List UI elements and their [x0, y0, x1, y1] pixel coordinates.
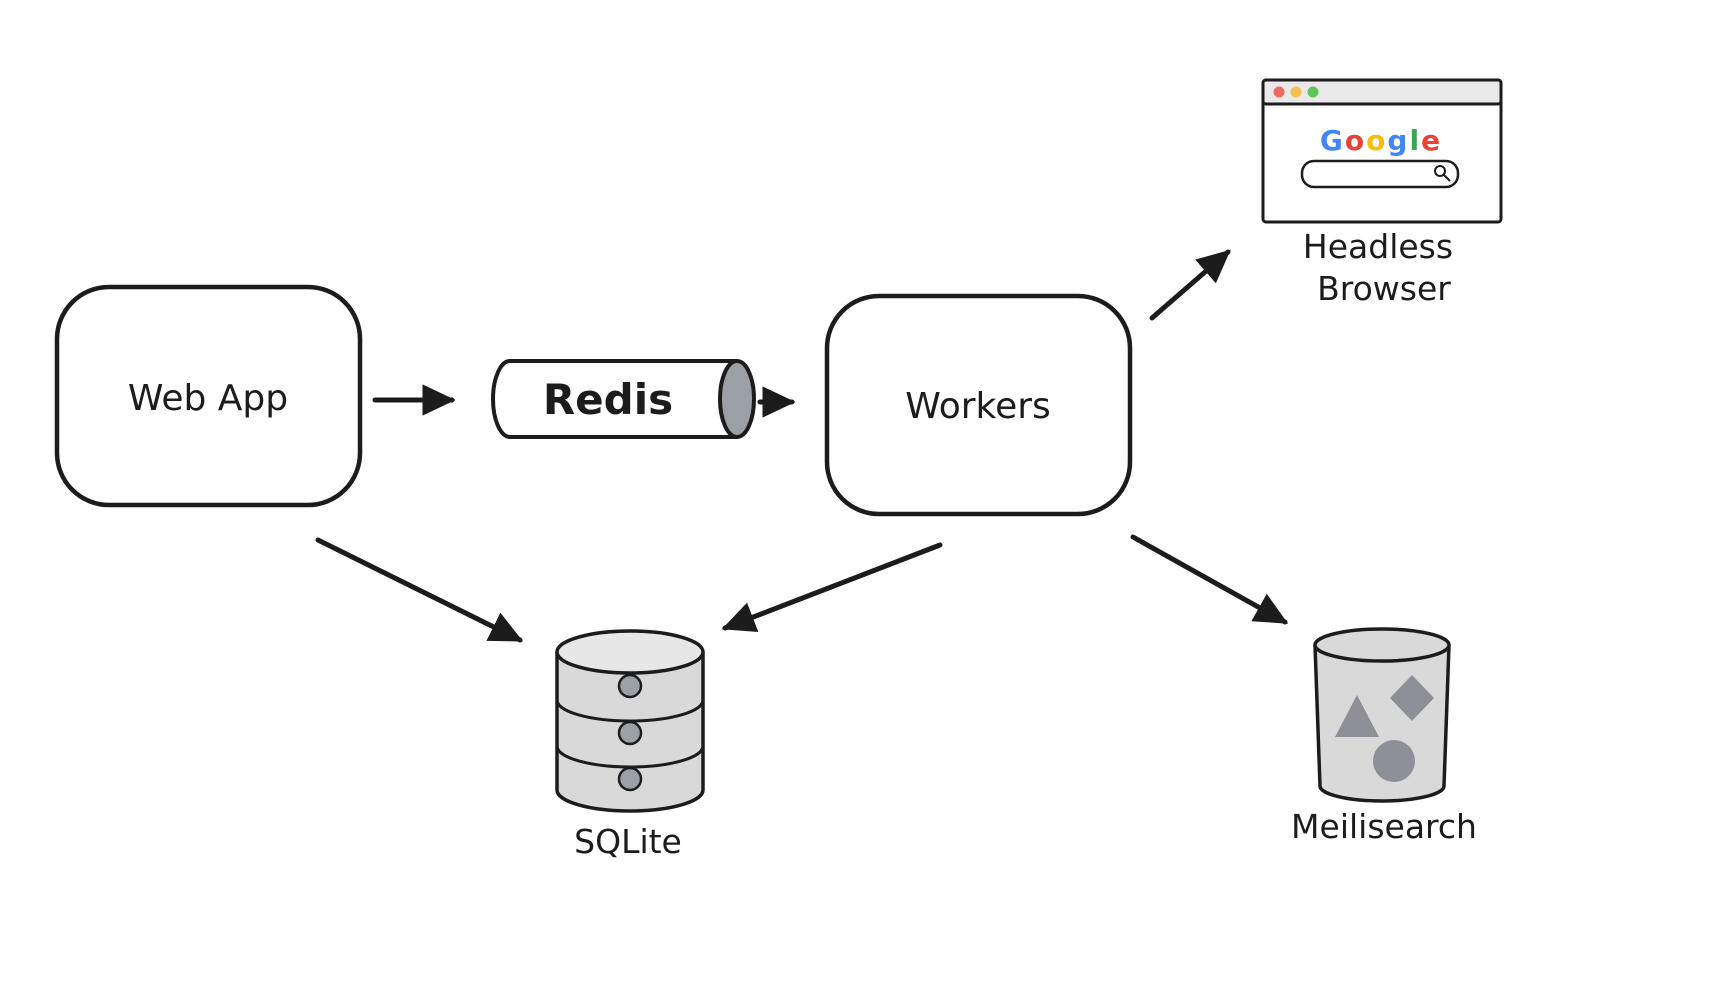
search-icon [1434, 165, 1451, 182]
google-letter: o [1345, 124, 1366, 157]
workers-label: Workers [905, 386, 1051, 427]
redis-node: Redis [491, 359, 756, 439]
meilisearch-node: Meilisearch [1291, 627, 1477, 846]
headless-browser-label-line2: Browser [1317, 269, 1451, 308]
web-app-label: Web App [128, 378, 288, 419]
web-app-node: Web App [54, 284, 363, 508]
circle-icon [1373, 740, 1415, 782]
headless-browser-node: Google Headless Browser [1261, 78, 1503, 308]
search-input [1300, 159, 1460, 189]
meilisearch-bucket-top [1313, 627, 1451, 663]
diamond-icon [1390, 675, 1434, 721]
workers-box [824, 293, 1133, 517]
google-letter: g [1387, 124, 1409, 157]
sqlite-cylinder-outline [555, 652, 705, 813]
workers-node: Workers [824, 293, 1133, 517]
database-dot-icon [617, 673, 643, 699]
meilisearch-label: Meilisearch [1291, 807, 1477, 846]
meilisearch-bucket-outline [1313, 644, 1451, 803]
arrow-workers-to-headless-browser [1149, 249, 1231, 321]
sqlite-node: SQLite [555, 629, 705, 861]
headless-browser-label-line1: Headless [1303, 227, 1453, 266]
browser-titlebar [1261, 78, 1503, 106]
arrow-workers-to-sqlite [721, 542, 943, 632]
redis-cylinder-body [491, 359, 737, 439]
close-dot-icon [1273, 86, 1285, 98]
connection-arrows [315, 249, 1289, 643]
redis-cylinder-cap [718, 359, 756, 439]
google-letter: e [1421, 124, 1442, 157]
database-dot-icon [617, 720, 643, 746]
google-logo: Google [1320, 124, 1442, 157]
minimize-dot-icon [1290, 86, 1302, 98]
database-dot-icon [617, 766, 643, 792]
triangle-icon [1335, 695, 1379, 737]
web-app-box [54, 284, 363, 508]
google-letter: o [1366, 124, 1387, 157]
google-letter: G [1320, 124, 1345, 157]
redis-label: Redis [543, 375, 673, 424]
maximize-dot-icon [1307, 86, 1319, 98]
arrow-web-app-to-sqlite [315, 537, 524, 643]
google-letter: l [1409, 124, 1421, 157]
arrow-workers-to-meilisearch [1130, 534, 1289, 625]
sqlite-label: SQLite [574, 822, 682, 861]
sqlite-cylinder-top [555, 629, 705, 675]
